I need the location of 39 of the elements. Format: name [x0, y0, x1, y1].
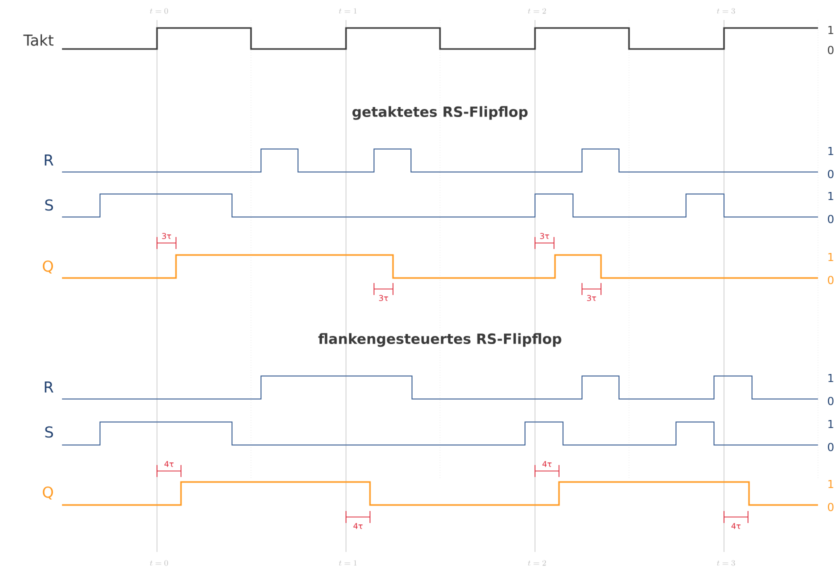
time-label: $t = 1$ [338, 560, 357, 566]
delay-label: 3τ [587, 294, 596, 302]
time-label: $t = 2$ [528, 8, 546, 14]
level-label: 1 [828, 26, 834, 34]
time-label: $t = 3$ [716, 560, 735, 566]
level-label: 0 [828, 442, 834, 452]
delay-label: 4τ [164, 461, 174, 467]
signal-name: S [45, 426, 53, 438]
level-label: 1 [828, 147, 834, 156]
level-label: 0 [828, 214, 834, 224]
signal-name: R [44, 154, 54, 166]
level-label: 1 [828, 253, 834, 262]
level-label: 0 [828, 396, 834, 406]
delay-label: 4τ [353, 523, 363, 529]
signal-name: R [44, 382, 54, 392]
signal-name: Q [42, 260, 53, 274]
delay-label: 3τ [540, 232, 550, 240]
delay-label: 4τ [731, 523, 741, 529]
level-label: 1 [828, 192, 834, 200]
time-label: $t = 0$ [150, 8, 168, 14]
delay-label: 3τ [379, 294, 388, 302]
signal-name: S [45, 199, 53, 211]
level-label: 0 [828, 502, 834, 512]
level-label: 0 [828, 170, 834, 178]
time-label: $t = 1$ [338, 8, 357, 14]
level-label: 1 [828, 374, 834, 382]
heading: getaktetes RS-Flipflop [352, 106, 528, 120]
level-label: 0 [828, 276, 834, 284]
signal-name: Takt [23, 34, 54, 46]
level-label: 1 [828, 480, 834, 488]
delay-label: 3τ [162, 232, 172, 240]
level-label: 0 [828, 46, 834, 54]
time-label: $t = 2$ [528, 560, 546, 566]
level-label: 1 [828, 420, 834, 428]
heading: flankengesteuertes RS-Flipflop [318, 333, 562, 347]
signal-name: Q [42, 486, 53, 500]
time-label: $t = 3$ [716, 8, 735, 14]
delay-label: 4τ [542, 461, 552, 467]
time-label: $t = 0$ [150, 560, 168, 566]
